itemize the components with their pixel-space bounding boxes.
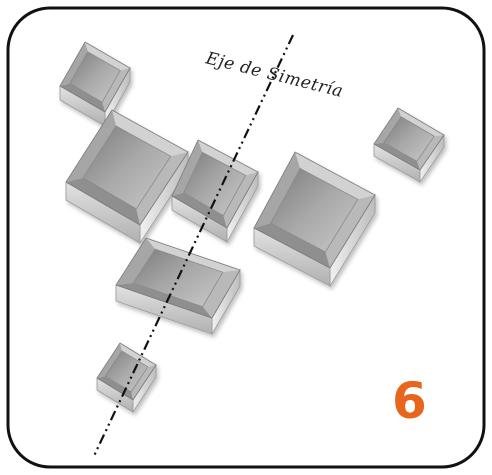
bevel-left (116, 238, 156, 285)
block-medium-center (171, 139, 259, 244)
bevel-bottom (172, 192, 227, 228)
bevel-bottom (116, 282, 212, 318)
block-outline (96, 342, 157, 401)
bevel-top (198, 140, 258, 176)
block-top-face (82, 125, 172, 210)
bevel-right (136, 152, 188, 225)
block-small-right (373, 107, 445, 184)
bevel-right (102, 68, 130, 112)
bevel-top (85, 42, 130, 71)
bevel-bottom (66, 177, 140, 225)
block-top-face (383, 116, 435, 162)
bevel-left (254, 152, 301, 228)
block-large-left (65, 109, 189, 245)
bevel-left (172, 140, 203, 196)
bevel-right (223, 172, 258, 228)
block-top-face (183, 151, 247, 217)
block-outline (115, 237, 241, 319)
bevel-right (202, 270, 240, 318)
block-small-top-left (59, 41, 131, 128)
block-outline (171, 139, 259, 229)
blocks-group (59, 41, 445, 414)
block-top-face (104, 350, 149, 393)
bevel-top (295, 152, 375, 200)
block-outline (65, 109, 189, 226)
block-top-face (69, 51, 121, 103)
bevel-top (112, 110, 188, 157)
figure-number-badge: 6 (392, 372, 427, 430)
bevel-left (374, 108, 402, 144)
block-top-face (270, 167, 359, 253)
bevel-right (416, 135, 444, 170)
block-outline (59, 41, 131, 113)
block-outline (373, 107, 445, 171)
bevel-top (146, 238, 240, 273)
bevel-bottom (254, 223, 330, 268)
bevel-left (66, 110, 117, 182)
bevel-bottom (60, 83, 105, 112)
block-large-right (253, 151, 376, 288)
bevel-right (325, 195, 375, 268)
bevel-left (60, 42, 88, 86)
block-small-bottom (96, 342, 157, 414)
block-outline (253, 151, 376, 269)
